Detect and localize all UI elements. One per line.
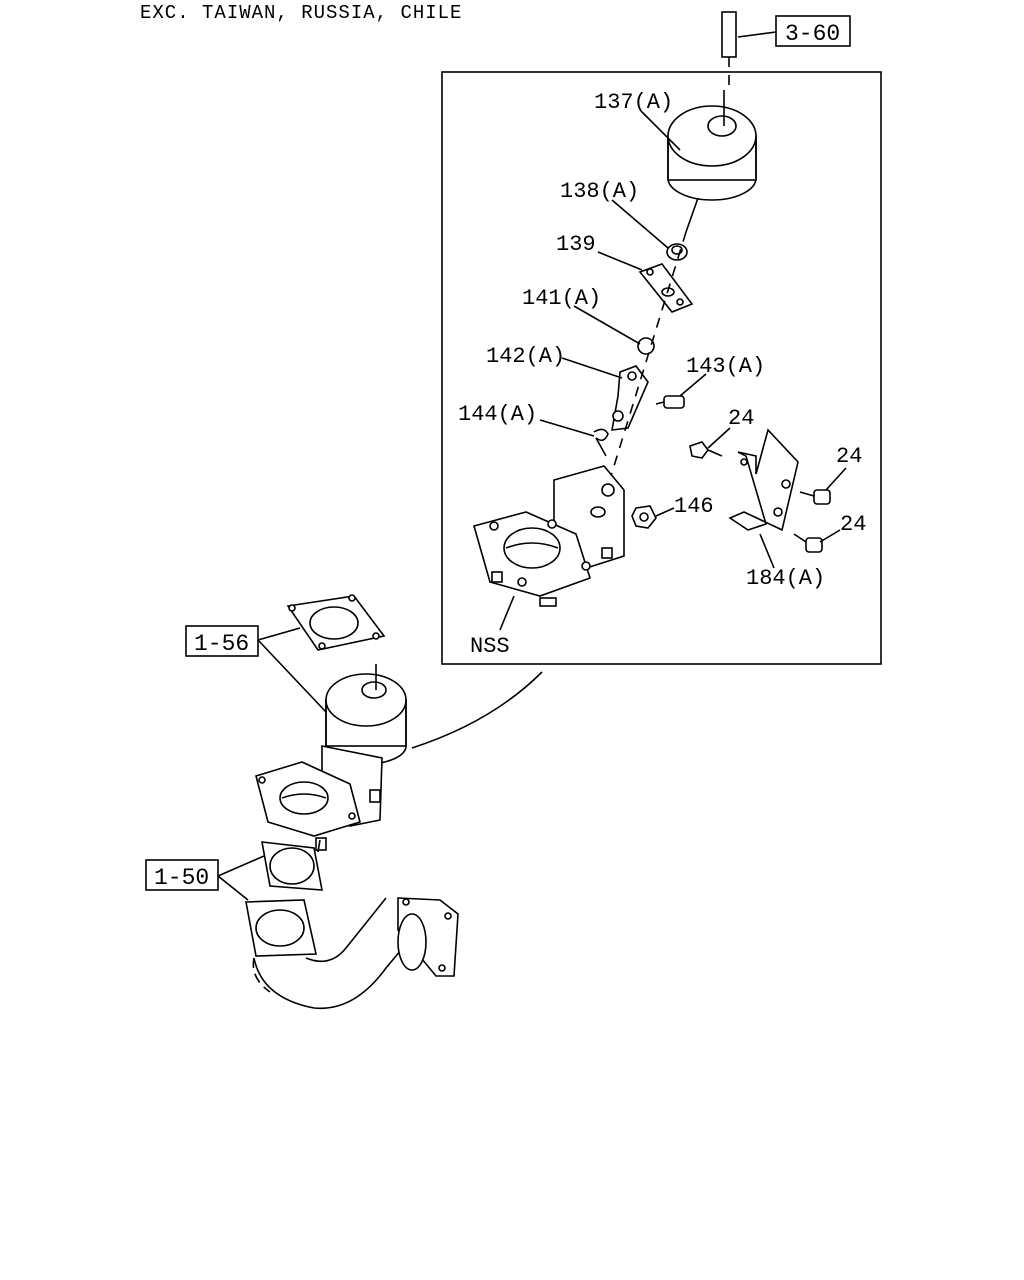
callout-137: 137(A) bbox=[594, 90, 673, 115]
ref-box-1-56[interactable]: 1-56 bbox=[185, 625, 259, 657]
bolt-24-a[interactable] bbox=[689, 441, 723, 459]
callout-142: 142(A) bbox=[486, 344, 565, 369]
lever-142[interactable] bbox=[611, 365, 649, 431]
ref-box-1-50[interactable]: 1-50 bbox=[145, 859, 219, 891]
callout-138: 138(A) bbox=[560, 179, 639, 204]
detail-frame bbox=[441, 71, 882, 665]
detail-pointer-arc bbox=[411, 671, 543, 749]
callout-nss: NSS bbox=[470, 634, 510, 659]
actuator-137[interactable] bbox=[667, 90, 757, 233]
bolt-24-b[interactable] bbox=[799, 489, 831, 505]
callout-24-c: 24 bbox=[840, 512, 866, 537]
gasket-1-56[interactable] bbox=[286, 594, 386, 651]
nut-138[interactable] bbox=[666, 243, 688, 261]
ref-box-3-60[interactable]: 3-60 bbox=[775, 15, 851, 47]
callout-144: 144(A) bbox=[458, 402, 537, 427]
callout-143: 143(A) bbox=[686, 354, 765, 379]
stud-bolt bbox=[317, 839, 321, 853]
valve-body-nss[interactable] bbox=[473, 465, 625, 607]
nut-146[interactable] bbox=[631, 505, 657, 529]
plate-139[interactable] bbox=[638, 263, 694, 313]
page-header-note: EXC. TAIWAN, RUSSIA, CHILE bbox=[140, 2, 463, 24]
assembled-exhaust-brake[interactable] bbox=[255, 664, 407, 851]
callout-184: 184(A) bbox=[746, 566, 825, 591]
callout-24-b: 24 bbox=[836, 444, 862, 469]
bracket-184[interactable] bbox=[728, 428, 799, 532]
callout-24-a: 24 bbox=[728, 406, 754, 431]
callout-146: 146 bbox=[674, 494, 714, 519]
ref-label-1-56: 1-56 bbox=[194, 631, 249, 657]
callout-139: 139 bbox=[556, 232, 596, 257]
ref-label-3-60: 3-60 bbox=[785, 21, 840, 47]
bushing-141[interactable] bbox=[637, 337, 655, 355]
ref-label-1-50: 1-50 bbox=[154, 865, 209, 891]
gasket-1-50[interactable] bbox=[261, 841, 323, 891]
hose-part bbox=[721, 11, 777, 90]
callout-141: 141(A) bbox=[522, 286, 601, 311]
pin-143[interactable] bbox=[655, 395, 685, 409]
exhaust-pipe[interactable] bbox=[245, 897, 459, 1010]
clip-144[interactable] bbox=[593, 428, 609, 457]
bolt-24-c[interactable] bbox=[793, 533, 823, 553]
